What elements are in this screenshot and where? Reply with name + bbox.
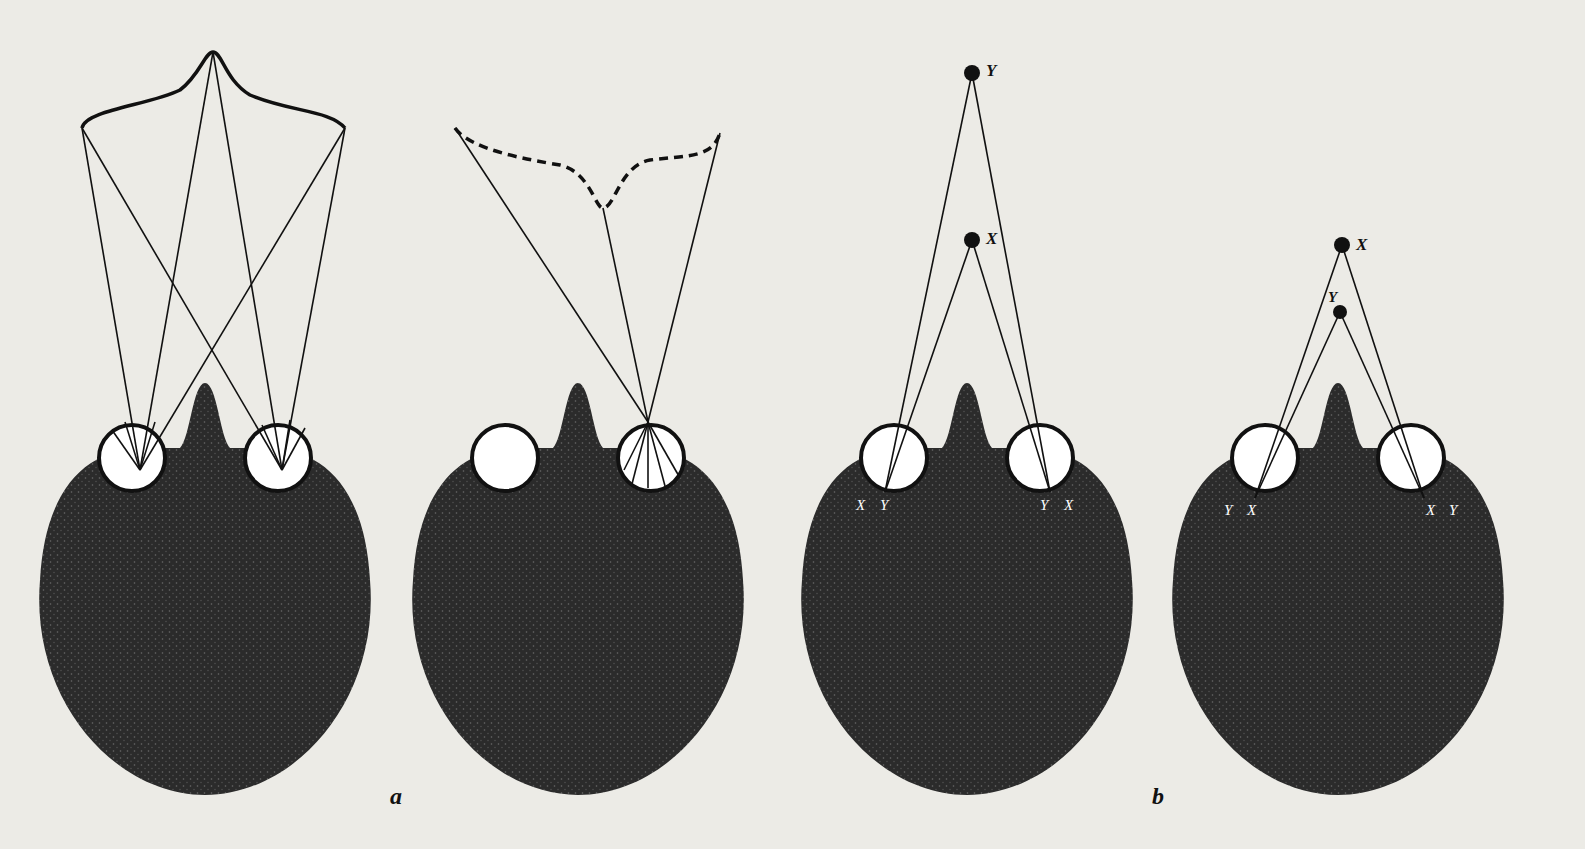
point-label: Y xyxy=(986,62,996,79)
eye-circle xyxy=(861,425,927,491)
point-label: Y xyxy=(1040,498,1048,513)
point-label: Y xyxy=(1328,290,1337,305)
object-curve xyxy=(82,52,345,128)
point-label: X xyxy=(1064,498,1073,513)
head-silhouette xyxy=(1172,383,1504,795)
point-label: Y xyxy=(1449,503,1457,518)
sight-lines xyxy=(82,52,1424,498)
head-silhouette xyxy=(39,383,371,795)
point-label: X xyxy=(1247,503,1256,518)
point-label: Y xyxy=(880,498,888,513)
panel-letter: b xyxy=(1152,784,1164,808)
panel-letter: a xyxy=(390,784,402,808)
point-label: Y xyxy=(1224,503,1232,518)
eye-circle xyxy=(99,425,165,491)
eye-circle xyxy=(472,425,538,491)
eye-circle xyxy=(1232,425,1298,491)
eye-circle xyxy=(245,425,311,491)
point-label: X xyxy=(856,498,865,513)
target-points xyxy=(964,65,1350,319)
point-label: X xyxy=(1426,503,1435,518)
point-label: X xyxy=(1356,236,1367,253)
head-silhouette xyxy=(412,383,744,795)
head-silhouette xyxy=(801,383,1133,795)
object-curve xyxy=(455,128,720,208)
point-label: X xyxy=(986,230,997,247)
